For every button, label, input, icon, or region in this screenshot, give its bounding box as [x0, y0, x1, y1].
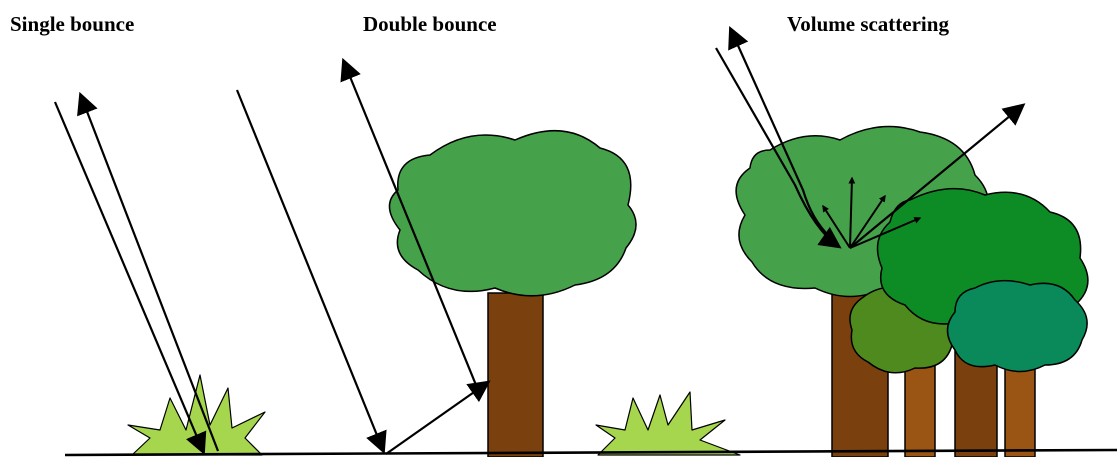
scatter-arrow-right [849, 216, 922, 249]
ground-to-trunk-arrow [385, 380, 491, 455]
incident-arrow [235, 89, 387, 455]
grass-tuft-icon [595, 391, 741, 456]
double-bounce-panel [235, 57, 741, 457]
tree-icon [388, 129, 637, 457]
reflected-arrow [77, 91, 220, 452]
scatter-arrow-up [848, 176, 856, 249]
single-bounce-panel [53, 91, 266, 456]
grass-tuft-icon [127, 374, 266, 456]
tree-cluster-icon [735, 125, 1089, 457]
backscatter-arrow [728, 25, 831, 238]
title-single-bounce: Single bounce [10, 12, 135, 36]
scattered-arrow [849, 103, 1026, 249]
title-double-bounce: Double bounce [363, 12, 497, 36]
scatter-arrow-upright [849, 194, 886, 249]
incident-arrow [715, 47, 842, 249]
title-volume-scattering: Volume scattering [787, 12, 949, 36]
scatter-arrow-upleft [822, 204, 851, 249]
volume-scattering-panel [715, 25, 1089, 457]
incident-arrow [53, 101, 207, 456]
ground-line [64, 448, 1117, 457]
return-arrow [340, 57, 478, 386]
